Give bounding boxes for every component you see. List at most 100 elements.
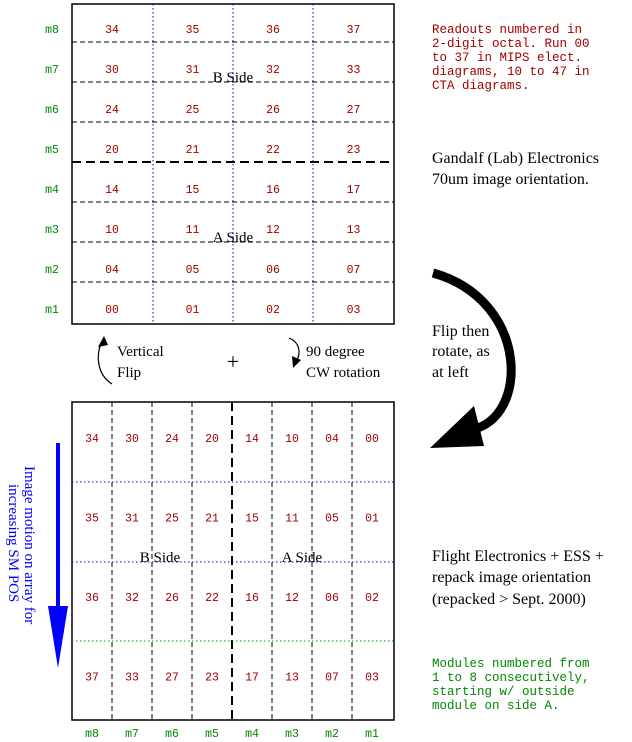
bottom-cell-37: 37 [85, 672, 99, 685]
top-cell-27: 27 [347, 104, 361, 117]
top-cell-21: 21 [186, 144, 200, 157]
bottom-cell-00: 00 [365, 433, 379, 446]
top-cell-04: 04 [105, 264, 119, 277]
top-cell-17: 17 [347, 184, 361, 197]
top-cell-06: 06 [266, 264, 280, 277]
top-cell-30: 30 [105, 64, 119, 77]
column-label-m3: m3 [285, 728, 299, 741]
bottom-b-side-label: B Side [140, 550, 181, 566]
row-label-m3: m3 [45, 224, 59, 237]
bottom-grid-row-lines-blue [72, 481, 394, 563]
row-label-m4: m4 [45, 184, 59, 197]
bottom-cell-02: 02 [365, 592, 379, 605]
row-label-m6: m6 [45, 104, 59, 117]
bottom-cell-16: 16 [245, 592, 259, 605]
bottom-cell-34: 34 [85, 433, 99, 446]
top-cell-26: 26 [266, 104, 280, 117]
bottom-cell-23: 23 [205, 672, 219, 685]
bottom-grid-column-lines [111, 402, 353, 720]
top-cell-37: 37 [347, 24, 361, 37]
vertical-flip-annotation: Vertical Flip [97, 336, 167, 385]
column-label-m6: m6 [165, 728, 179, 741]
row-label-m5: m5 [45, 144, 59, 157]
top-b-side-label: B Side [213, 70, 254, 86]
top-cell-02: 02 [266, 304, 280, 317]
bottom-cell-26: 26 [165, 592, 179, 605]
top-cell-34: 34 [105, 24, 119, 37]
modules-note: Modules numbered from 1 to 8 consecutive… [432, 657, 597, 713]
vertical-flip-arrowhead [98, 336, 108, 347]
column-label-m4: m4 [245, 728, 259, 741]
flip-rotate-note: Flip then rotate, as at left [432, 323, 494, 381]
top-cell-01: 01 [186, 304, 200, 317]
curved-arrow-stroke [431, 268, 516, 435]
image-motion-arrow-head [48, 606, 68, 668]
top-cell-23: 23 [347, 144, 361, 157]
bottom-cell-17: 17 [245, 672, 259, 685]
image-motion-label: Image motion on array for increasing SM … [5, 466, 37, 628]
column-label-m8: m8 [85, 728, 99, 741]
top-cell-15: 15 [186, 184, 200, 197]
readouts-note: Readouts numbered in 2-digit octal. Run … [432, 23, 597, 93]
bottom-cell-35: 35 [85, 513, 99, 526]
row-label-m8: m8 [45, 24, 59, 37]
bottom-cell-14: 14 [245, 433, 259, 446]
top-grid-row-lines [72, 41, 394, 283]
top-cell-36: 36 [266, 24, 280, 37]
bottom-cell-27: 27 [165, 672, 179, 685]
bottom-cell-20: 20 [205, 433, 219, 446]
top-cell-11: 11 [186, 224, 200, 237]
bottom-cell-25: 25 [165, 513, 179, 526]
top-cell-20: 20 [105, 144, 119, 157]
bottom-cell-24: 24 [165, 433, 179, 446]
top-a-side-label: A Side [213, 230, 254, 246]
top-cell-14: 14 [105, 184, 119, 197]
top-cell-32: 32 [266, 64, 280, 77]
top-cell-07: 07 [347, 264, 361, 277]
row-label-m2: m2 [45, 264, 59, 277]
top-cell-00: 00 [105, 304, 119, 317]
top-cell-35: 35 [186, 24, 200, 37]
top-cell-05: 05 [186, 264, 200, 277]
column-label-m2: m2 [325, 728, 339, 741]
row-label-m7: m7 [45, 64, 59, 77]
bottom-cell-13: 13 [285, 672, 299, 685]
bottom-a-side-label: A Side [282, 550, 323, 566]
top-cell-12: 12 [266, 224, 280, 237]
bottom-cell-05: 05 [325, 513, 339, 526]
bottom-cell-04: 04 [325, 433, 339, 446]
bottom-cell-22: 22 [205, 592, 219, 605]
vertical-flip-label: Vertical Flip [117, 344, 167, 381]
top-cell-16: 16 [266, 184, 280, 197]
flip-rotate-curved-arrow [430, 268, 516, 448]
bottom-cell-12: 12 [285, 592, 299, 605]
bottom-cell-10: 10 [285, 433, 299, 446]
top-cell-10: 10 [105, 224, 119, 237]
top-grid-column-lines [152, 4, 314, 324]
cw-rotation-label: 90 degree CW rotation [306, 344, 381, 381]
top-cell-22: 22 [266, 144, 280, 157]
top-cell-13: 13 [347, 224, 361, 237]
top-cell-24: 24 [105, 104, 119, 117]
bottom-cell-30: 30 [125, 433, 139, 446]
bottom-cell-01: 01 [365, 513, 379, 526]
bottom-cell-32: 32 [125, 592, 139, 605]
top-cell-33: 33 [347, 64, 361, 77]
gandalf-note: Gandalf (Lab) Electronics 70um image ori… [432, 150, 603, 188]
image-motion-annotation: Image motion on array for increasing SM … [5, 443, 68, 668]
bottom-cell-33: 33 [125, 672, 139, 685]
cw-rotation-arrowhead [292, 356, 301, 368]
curved-arrow-head [430, 406, 484, 448]
row-label-m1: m1 [45, 304, 59, 317]
top-cell-03: 03 [347, 304, 361, 317]
center-plus-sign: + [227, 349, 239, 374]
top-grid-row-labels: m8 m7 m6 m5 m4 m3 m2 m1 [45, 24, 59, 317]
top-cell-25: 25 [186, 104, 200, 117]
